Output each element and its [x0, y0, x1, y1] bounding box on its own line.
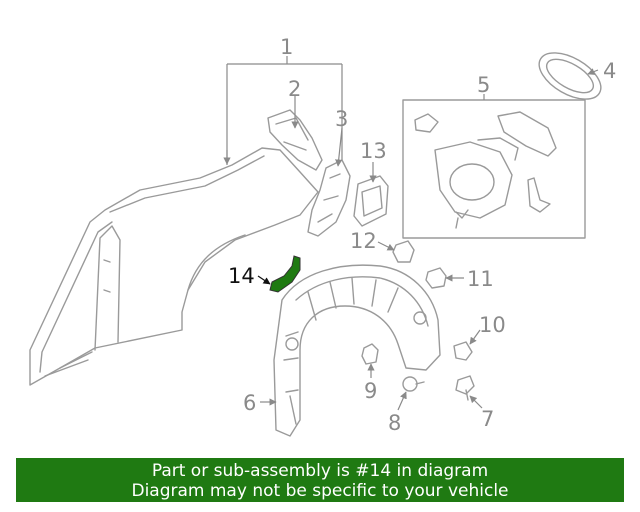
- callout-10: 10: [479, 313, 506, 337]
- callout-2: 2: [288, 77, 301, 101]
- wheelhouse-liner: [273, 264, 441, 437]
- part-9-nut: [361, 343, 379, 365]
- info-banner: Part or sub-assembly is #14 in diagram D…: [16, 458, 624, 502]
- leader-lines: [223, 56, 599, 411]
- callout-9: 9: [364, 379, 377, 403]
- callout-12: 12: [350, 229, 377, 253]
- callout-4: 4: [603, 59, 616, 83]
- callout-11: 11: [467, 267, 494, 291]
- part-4-fuel-door: [538, 52, 602, 100]
- banner-line-2: Diagram may not be specific to your vehi…: [131, 481, 509, 501]
- callout-5: 5: [477, 73, 490, 97]
- part-8-fastener: [402, 376, 425, 392]
- callout-1: 1: [280, 35, 293, 59]
- part-11-clip: [425, 267, 447, 289]
- callout-7: 7: [481, 407, 494, 431]
- part-10-clip: [453, 341, 473, 361]
- part-5-housing-box: [402, 99, 586, 239]
- quarter-panel: [29, 147, 319, 386]
- part-13-bracket: [353, 175, 389, 227]
- part-12-clip: [392, 240, 415, 263]
- callout-14[interactable]: 14: [228, 264, 255, 288]
- part-7-fastener: [455, 375, 475, 401]
- callout-3: 3: [335, 107, 348, 131]
- callout-13: 13: [360, 139, 387, 163]
- callout-6: 6: [243, 391, 256, 415]
- callout-8: 8: [388, 411, 401, 435]
- banner-line-1: Part or sub-assembly is #14 in diagram: [151, 461, 489, 481]
- part-14-bracket[interactable]: [269, 255, 301, 293]
- part-3-bracket: [307, 159, 351, 237]
